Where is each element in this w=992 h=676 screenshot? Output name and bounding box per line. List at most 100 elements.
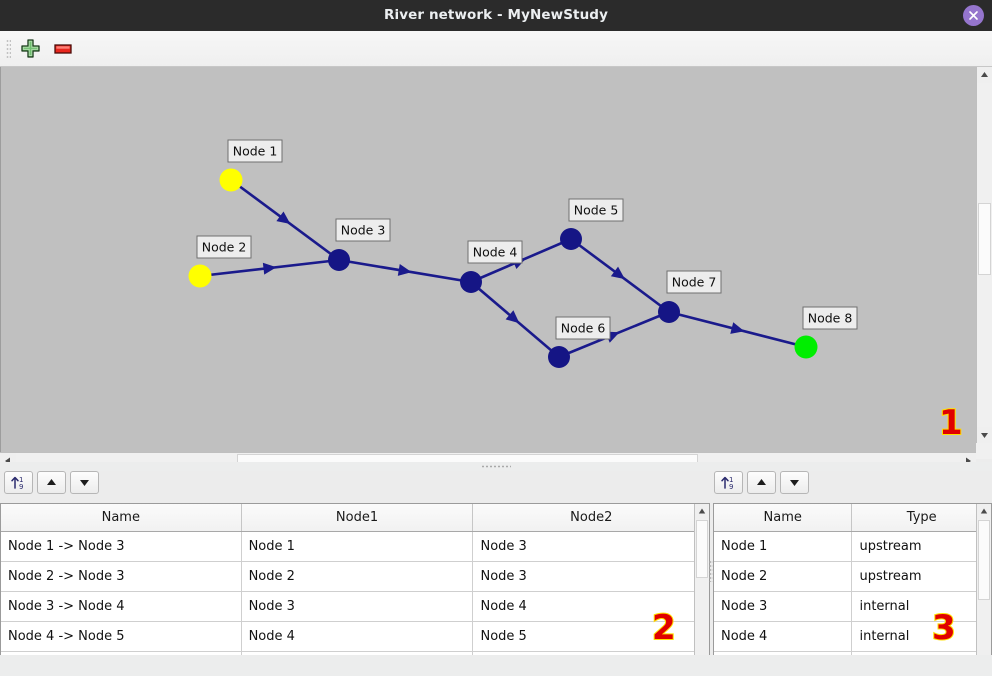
column-header-name[interactable]: Name	[714, 504, 853, 532]
table-cell[interactable]: internal	[851, 591, 991, 622]
scroll-up-button[interactable]	[977, 504, 991, 519]
triangle-down-icon	[80, 480, 89, 486]
plus-icon	[21, 39, 40, 58]
reaches-sort-button[interactable]: 1 9	[4, 471, 33, 494]
graph-node[interactable]	[560, 228, 582, 250]
table-cell[interactable]: Node 1	[241, 531, 474, 562]
triangle-up-icon	[47, 479, 56, 485]
scroll-thumb[interactable]	[978, 203, 991, 275]
triangle-down-icon	[790, 480, 799, 486]
table-cell[interactable]: Node 5	[472, 621, 709, 652]
scrollbar-corner	[976, 443, 992, 459]
column-header-node2[interactable]: Node2	[472, 504, 709, 532]
svg-text:1: 1	[19, 476, 23, 484]
main-toolbar	[0, 31, 992, 67]
svg-text:9: 9	[729, 483, 733, 491]
scroll-up-button[interactable]	[695, 504, 709, 519]
svg-text:1: 1	[729, 476, 733, 484]
red-rectangle-icon	[54, 44, 72, 54]
graph-node[interactable]	[219, 168, 243, 192]
table-cell[interactable]: Node 1 -> Node 3	[1, 531, 242, 562]
triangle-up-icon	[980, 508, 988, 514]
table-cell[interactable]: Node 4 -> Node 5	[1, 621, 242, 652]
graph-node[interactable]	[794, 335, 818, 359]
graph-node[interactable]	[460, 271, 482, 293]
table-cell[interactable]: Node 3 -> Node 4	[1, 591, 242, 622]
close-button[interactable]	[963, 5, 984, 26]
table-cell[interactable]: Node 3	[241, 591, 474, 622]
table-cell[interactable]: Node 2	[241, 561, 474, 592]
table-cell[interactable]: internal	[851, 621, 991, 652]
table-cell[interactable]: Node 3	[472, 531, 709, 562]
table-cell[interactable]: upstream	[851, 531, 991, 562]
nodes-move-up-button[interactable]	[747, 471, 776, 494]
svg-text:9: 9	[19, 483, 23, 491]
triangle-down-icon	[981, 433, 988, 438]
graph-node[interactable]	[548, 346, 570, 368]
node-label: Node 7	[672, 275, 717, 290]
graph-node[interactable]	[188, 264, 212, 288]
table-cell[interactable]: upstream	[851, 561, 991, 592]
triangle-up-icon	[981, 72, 988, 77]
triangle-up-icon	[757, 479, 766, 485]
splitter-grip	[481, 465, 511, 468]
delete-node-button[interactable]	[54, 39, 72, 58]
canvas-vertical-scrollbar[interactable]	[976, 67, 992, 443]
close-icon	[969, 11, 978, 20]
reaches-vertical-scrollbar[interactable]	[694, 504, 709, 665]
table-cell[interactable]: Node 4	[714, 621, 853, 652]
node-label: Node 5	[574, 203, 619, 218]
table-cell[interactable]: Node 3	[472, 561, 709, 592]
column-header-type[interactable]: Type	[851, 504, 991, 532]
scroll-down-button[interactable]	[977, 427, 992, 443]
annotation-marker-1: 1	[938, 402, 964, 444]
toolbar-drag-handle[interactable]	[6, 39, 11, 59]
table-cell[interactable]: Node 1	[714, 531, 853, 562]
table-cell[interactable]: Node 2	[714, 561, 853, 592]
node-label: Node 1	[233, 144, 278, 159]
node-label: Node 6	[561, 321, 606, 336]
column-header-node1[interactable]: Node1	[241, 504, 474, 532]
table-cell[interactable]: Node 4	[472, 591, 709, 622]
nodes-sort-button[interactable]: 1 9	[714, 471, 743, 494]
scroll-up-button[interactable]	[977, 67, 992, 83]
panes-splitter-grip[interactable]	[709, 560, 713, 582]
nodes-move-down-button[interactable]	[780, 471, 809, 494]
sort-arrow-icon: 1 9	[11, 476, 23, 491]
table-cell[interactable]: Node 4	[241, 621, 474, 652]
node-label: Node 8	[808, 311, 853, 326]
node-label: Node 2	[202, 240, 247, 255]
panel-splitter[interactable]	[0, 462, 992, 471]
table-cell[interactable]: Node 2 -> Node 3	[1, 561, 242, 592]
reaches-move-down-button[interactable]	[70, 471, 99, 494]
column-header-name[interactable]: Name	[1, 504, 242, 532]
annotation-marker-3: 3	[931, 607, 957, 649]
scroll-thumb[interactable]	[978, 520, 990, 600]
window-title: River network - MyNewStudy	[384, 7, 608, 23]
nodes-vertical-scrollbar[interactable]	[976, 504, 991, 665]
graph-node[interactable]	[658, 301, 680, 323]
add-node-button[interactable]	[21, 39, 40, 58]
scroll-thumb[interactable]	[696, 520, 708, 578]
reaches-move-up-button[interactable]	[37, 471, 66, 494]
status-bar	[0, 655, 992, 676]
table-cell[interactable]: Node 3	[714, 591, 853, 622]
graph-node[interactable]	[328, 249, 350, 271]
